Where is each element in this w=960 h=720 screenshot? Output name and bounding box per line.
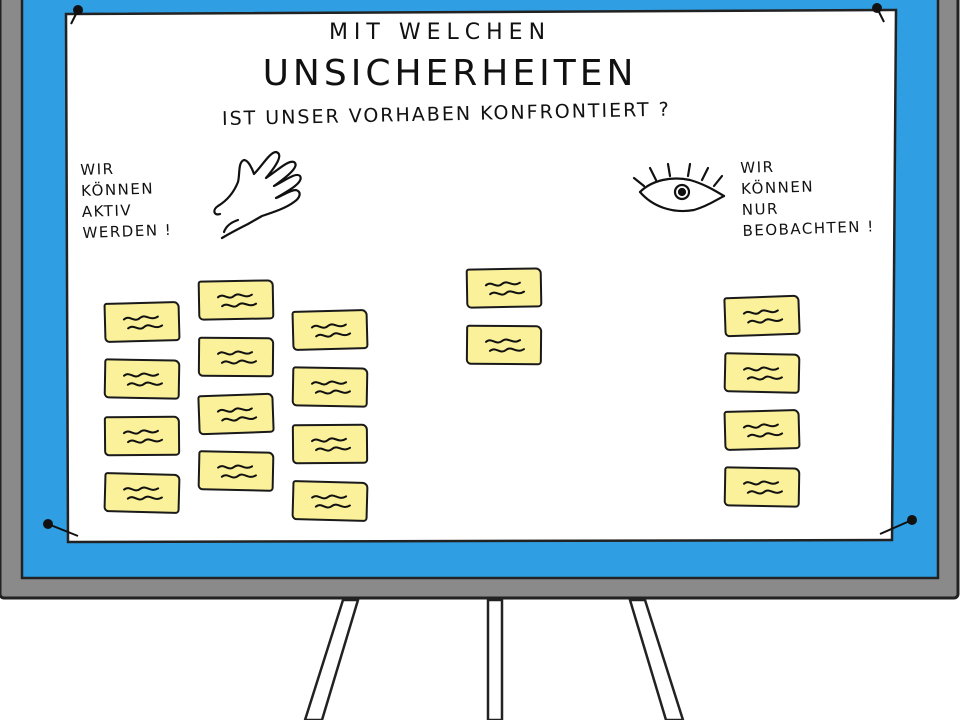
sticky-note — [291, 480, 369, 522]
easel-leg-right — [628, 598, 685, 720]
pin-top-left-needle — [70, 9, 79, 25]
sticky-note — [723, 352, 801, 394]
squiggle-icon — [123, 372, 163, 387]
squiggle-icon — [216, 293, 258, 308]
squiggle-icon — [743, 366, 783, 381]
sticky-note — [723, 466, 801, 508]
eye-icon — [632, 162, 726, 213]
squiggle-icon — [742, 423, 784, 438]
squiggle-icon — [123, 486, 163, 501]
title-line-2: UNSICHERHEITEN — [262, 53, 638, 94]
left-note-line: WERDEN ! — [82, 220, 173, 242]
sticky-note — [103, 415, 181, 457]
squiggle-icon — [743, 480, 783, 495]
sticky-note — [723, 409, 801, 451]
squiggle-icon — [217, 350, 257, 365]
squiggle-icon — [122, 315, 164, 330]
squiggle-icon — [485, 338, 525, 353]
squiggle-icon — [742, 309, 784, 324]
squiggle-icon — [216, 407, 258, 422]
sticky-note — [103, 358, 181, 400]
sticky-note — [197, 279, 275, 321]
sticky-note — [723, 294, 801, 338]
sticky-note — [103, 301, 181, 343]
pin-bottom-left-needle — [47, 523, 79, 537]
easel-legs — [303, 598, 685, 720]
squiggle-icon — [310, 437, 352, 452]
sticky-note — [197, 336, 275, 378]
squiggle-icon — [310, 323, 352, 338]
squiggle-icon — [122, 429, 164, 444]
easel-leg-center — [486, 598, 504, 720]
sticky-note — [465, 324, 543, 366]
easel-leg-left — [303, 598, 360, 720]
squiggle-icon — [311, 380, 351, 395]
sticky-note — [291, 366, 369, 408]
squiggle-icon — [217, 464, 257, 479]
squiggle-icon — [311, 494, 351, 509]
sticky-note — [103, 472, 181, 514]
sticky-note — [465, 267, 543, 309]
sticky-note — [197, 450, 275, 492]
hand-icon — [213, 150, 302, 240]
pin-top-right-needle — [876, 7, 885, 23]
sticky-note — [291, 309, 369, 351]
sticky-note — [197, 392, 275, 436]
right-note: WIR KÖNNEN NUR BEOBACHTEN ! — [740, 153, 875, 242]
squiggle-icon — [484, 281, 526, 296]
left-note: WIR KÖNNEN AKTIV WERDEN ! — [80, 157, 173, 244]
sticky-note — [291, 423, 369, 465]
pin-bottom-right-needle — [879, 519, 913, 535]
title-line-1: MIT WELCHEN — [328, 20, 552, 45]
pins — [43, 3, 917, 537]
